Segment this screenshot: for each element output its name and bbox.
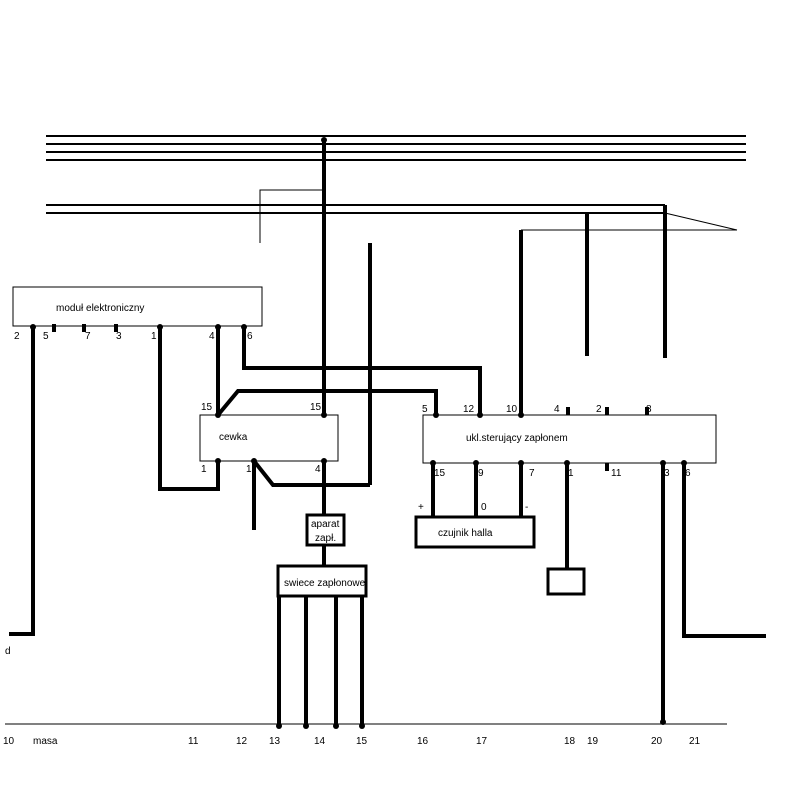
ukl-pin-1: 1 bbox=[568, 468, 574, 479]
cewka-pin-4: 4 bbox=[315, 464, 321, 475]
wiring bbox=[9, 327, 766, 727]
swiece-zaplonowe-label: swiece zapłonowe bbox=[284, 578, 366, 589]
terminal-15: 15 bbox=[356, 736, 368, 747]
cewka-pin-1b: 1 bbox=[246, 464, 252, 475]
modul-pin-2: 2 bbox=[14, 331, 20, 342]
ukl-pin-6: 6 bbox=[685, 468, 691, 479]
modul-elektroniczny-label: moduł elektroniczny bbox=[56, 303, 144, 314]
ukl-pin-9: 9 bbox=[478, 468, 484, 479]
czujnik-halla-box bbox=[414, 515, 536, 549]
modul-pin-1: 1 bbox=[151, 331, 157, 342]
second-bus bbox=[46, 204, 665, 214]
aparat-label-line1: aparat bbox=[311, 519, 340, 530]
hall-sign-minus: - bbox=[525, 502, 528, 513]
thin-wires bbox=[259, 189, 738, 243]
ukl-pin-4: 4 bbox=[554, 404, 560, 415]
aparat-label-line2: zapł. bbox=[315, 533, 336, 544]
hall-sign-zero: 0 bbox=[481, 502, 487, 513]
modul-pin-5: 5 bbox=[43, 331, 49, 342]
terminal-13: 13 bbox=[269, 736, 281, 747]
terminal-20: 20 bbox=[651, 736, 663, 747]
ukl-pin-11: 11 bbox=[611, 468, 622, 479]
ukl-pin-7: 7 bbox=[529, 468, 535, 479]
cewka-box bbox=[199, 414, 339, 462]
aparat-zaplonowy-box bbox=[305, 513, 346, 547]
left-d-label: d bbox=[5, 646, 11, 657]
modul-pin-labels: 2 5 7 3 1 4 6 bbox=[14, 331, 253, 342]
terminal-masa: masa bbox=[33, 736, 58, 747]
modul-pin-3: 3 bbox=[116, 331, 122, 342]
terminal-17: 17 bbox=[476, 736, 488, 747]
terminal-11: 11 bbox=[188, 736, 199, 747]
ukl-bottom-pin-labels: 15 9 7 1 11 3 6 bbox=[434, 468, 691, 479]
terminal-10: 10 bbox=[3, 736, 15, 747]
terminal-21: 21 bbox=[689, 736, 701, 747]
ukl-top-pin-labels: 5 12 10 4 2 8 bbox=[422, 404, 652, 415]
ukl-pin-2: 2 bbox=[596, 404, 602, 415]
bottom-terminal-labels: 10 masa 11 12 13 14 15 16 17 18 19 20 21 bbox=[3, 736, 701, 747]
terminal-16: 16 bbox=[417, 736, 429, 747]
terminal-18: 18 bbox=[564, 736, 576, 747]
modul-elektroniczny-box bbox=[12, 286, 263, 327]
modul-pin-4: 4 bbox=[209, 331, 215, 342]
terminal-12: 12 bbox=[236, 736, 248, 747]
cewka-pin-15-left: 15 bbox=[201, 402, 213, 413]
small-box bbox=[546, 567, 586, 596]
cewka-label: cewka bbox=[219, 432, 248, 443]
top-bus bbox=[46, 135, 746, 161]
cewka-pin-15-right: 15 bbox=[310, 402, 322, 413]
ukl-pin-12: 12 bbox=[463, 404, 475, 415]
ukl-pin-10: 10 bbox=[506, 404, 518, 415]
modul-pin-6: 6 bbox=[247, 331, 253, 342]
swiece-zaplonowe-box bbox=[276, 564, 368, 598]
terminal-14: 14 bbox=[314, 736, 326, 747]
ukl-sterujacy-label: ukl.sterujący zapłonem bbox=[466, 433, 568, 444]
modul-pin-7: 7 bbox=[85, 331, 91, 342]
hall-sign-plus: + bbox=[418, 502, 424, 513]
terminal-19: 19 bbox=[587, 736, 599, 747]
ground-dots bbox=[276, 719, 666, 729]
ukl-pin-5: 5 bbox=[422, 404, 428, 415]
czujnik-halla-label: czujnik halla bbox=[438, 528, 493, 539]
cewka-pin-1a: 1 bbox=[201, 464, 207, 475]
ukl-sterujacy-box bbox=[422, 414, 717, 464]
ukl-pin-3: 3 bbox=[664, 468, 670, 479]
ukl-pin-15: 15 bbox=[434, 468, 446, 479]
